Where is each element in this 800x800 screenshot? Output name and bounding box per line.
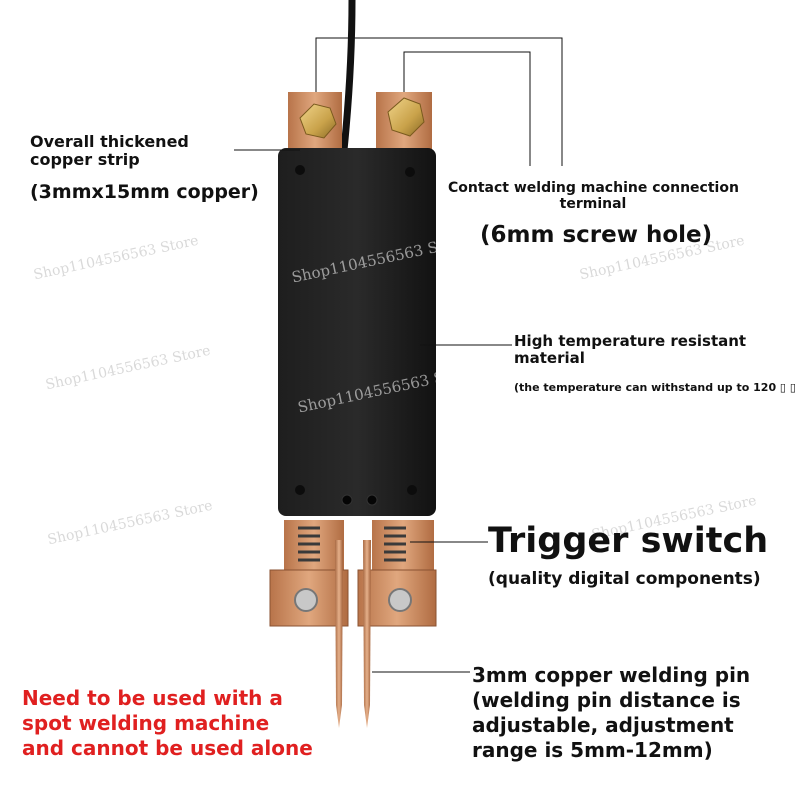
body-screw-4 [407,485,417,495]
welding-pin-left [335,540,343,728]
brass-nut-right [387,97,425,137]
welding-pin-label: 3mm copper welding pin (welding pin dist… [472,663,750,763]
spring-right [384,526,406,562]
body-screw-1 [295,165,305,175]
brass-nut-left [299,103,337,139]
material-line-1: High temperature resistant [514,332,747,350]
body-screw-3 [295,485,305,495]
material-note: (the temperature can withstand up to 120… [514,381,796,394]
leader-terminal-right [403,51,531,166]
terminal-label: Contact welding machine connection termi… [448,180,739,213]
usage-warning: Need to be used with a spot welding mach… [22,686,313,761]
welding-pin-right [363,540,371,728]
terminal-spec: (6mm screw hole) [480,222,713,248]
clamp-screw-right [388,588,412,612]
pin-line-1: 3mm copper welding pin [472,663,751,687]
leader-lines [234,37,563,673]
leader-terminal-left [315,37,563,166]
trigger-screw-1 [341,494,353,506]
material-label: High temperature resistant material [514,332,747,368]
spring-left [298,526,320,562]
trigger-switch-note: (quality digital components) [488,569,761,589]
copper-strip-line-2: copper strip [30,150,140,170]
trigger-screw-2 [366,494,378,506]
material-line-2: material [514,349,585,368]
pin-line-3: adjustable, adjustment [472,713,734,737]
copper-strip-line-1: Overall thickened [30,132,189,151]
pin-line-4: range is 5mm-12mm) [472,738,713,762]
body-screw-2 [405,167,415,177]
warning-line-1: Need to be used with a [22,686,283,710]
copper-strip-spec: (3mmx15mm copper) [30,181,259,203]
terminal-line-1: Contact welding machine connection [448,180,739,196]
terminal-line-2: terminal [559,196,627,213]
cable [340,0,356,151]
warning-line-3: and cannot be used alone [22,736,313,760]
black-handle-body [278,148,436,516]
clamp-screw-left [294,588,318,612]
trigger-switch-title: Trigger switch [488,521,769,561]
copper-strip-label: Overall thickened copper strip [30,132,189,170]
pin-line-2: (welding pin distance is [472,688,741,712]
warning-line-2: spot welding machine [22,711,270,735]
